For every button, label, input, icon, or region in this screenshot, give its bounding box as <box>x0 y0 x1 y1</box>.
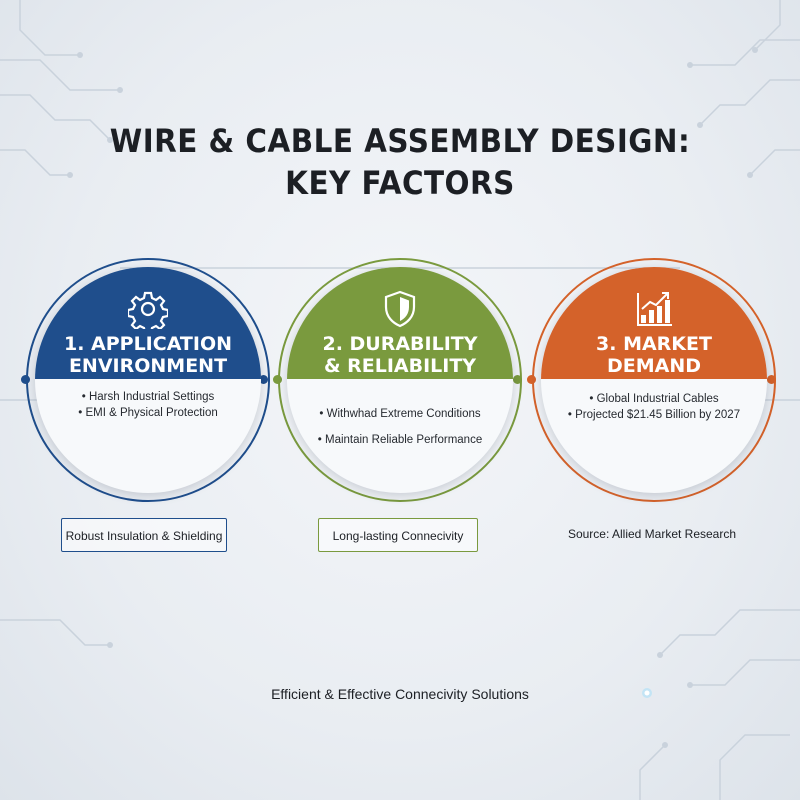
label-box-insulation: Robust Insulation & Shielding <box>61 518 227 552</box>
factor-2-title: 2. DURABILITY & RELIABILITY <box>322 333 478 377</box>
factor-1-bullets: • Harsh Industrial Settings • EMI & Phys… <box>35 389 261 421</box>
source-note: Source: Allied Market Research <box>567 527 737 541</box>
label-box-connectivity: Long-lasting Connecivity <box>318 518 478 552</box>
factor-1-circle: 1. APPLICATION ENVIRONMENT • Harsh Indus… <box>35 267 261 493</box>
factor-2-bullets: • Withwhad Extreme Conditions • Maintain… <box>287 401 513 453</box>
factor-2-circle: 2. DURABILITY & RELIABILITY • Withwhad E… <box>287 267 513 493</box>
factor-3-right-dot <box>767 375 776 384</box>
title-line-2: KEY FACTORS <box>285 164 515 202</box>
factor-2-right-dot <box>513 375 522 384</box>
bar-chart-growth-icon <box>637 292 672 326</box>
list-item: • EMI & Physical Protection <box>78 407 218 419</box>
factor-3-circle: 3. MARKET DEMAND • Global Industrial Cab… <box>541 267 767 493</box>
footer-tagline: Efficient & Effective Connecivity Soluti… <box>271 686 529 702</box>
page-title: WIRE & CABLE ASSEMBLY DESIGN: KEY FACTOR… <box>32 120 768 204</box>
list-item: • Projected $21.45 Billion by 2027 <box>567 409 741 421</box>
factor-3-header: 3. MARKET DEMAND <box>541 267 767 379</box>
shield-icon <box>384 290 416 328</box>
factor-1-right-dot <box>259 375 268 384</box>
factor-1-left-dot <box>21 375 30 384</box>
factor-3-bullets: • Global Industrial Cables • Projected $… <box>541 391 767 423</box>
gear-icon <box>128 291 168 329</box>
list-item: • Maintain Reliable Performance <box>317 434 483 446</box>
list-item: • Withwhad Extreme Conditions <box>319 408 481 420</box>
factor-1-header: 1. APPLICATION ENVIRONMENT <box>35 267 261 379</box>
title-line-1: WIRE & CABLE ASSEMBLY DESIGN: <box>109 122 691 160</box>
list-item: • Global Industrial Cables <box>589 393 719 405</box>
factor-3-left-dot <box>527 375 536 384</box>
factor-1-title: 1. APPLICATION ENVIRONMENT <box>63 333 233 377</box>
factor-2-left-dot <box>273 375 282 384</box>
factor-2-header: 2. DURABILITY & RELIABILITY <box>287 267 513 379</box>
factor-3-title: 3. MARKET DEMAND <box>596 333 712 377</box>
list-item: • Harsh Industrial Settings <box>81 391 215 403</box>
